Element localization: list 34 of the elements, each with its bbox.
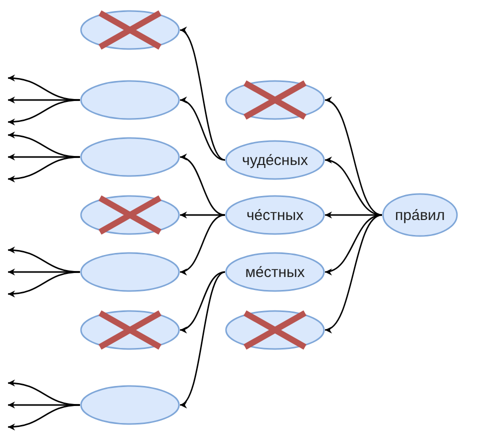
empty-oval-node [80, 385, 180, 425]
empty-oval-node [80, 10, 180, 50]
empty-oval-node [80, 80, 180, 120]
empty-oval-node [80, 310, 180, 350]
empty-oval-node [80, 195, 180, 235]
node-label: че́стных [246, 206, 304, 224]
arrow [8, 74, 80, 101]
arrow [8, 271, 80, 298]
arrow [8, 156, 80, 182]
word-oval-node [382, 193, 458, 237]
arrow [180, 271, 226, 406]
arrow [324, 98, 382, 216]
node-label: ме́стных [245, 264, 305, 280]
empty-oval-node [80, 137, 180, 177]
word-oval-node [225, 140, 325, 180]
arrow [180, 98, 226, 161]
arrow [180, 29, 226, 161]
empty-oval-node [80, 252, 180, 292]
node-label: пра́вил [395, 206, 445, 224]
arrow [8, 404, 80, 430]
arrow [180, 271, 226, 332]
arrow [8, 246, 80, 273]
arrow [324, 214, 382, 332]
word-oval-node [225, 252, 325, 292]
arrow [180, 214, 226, 274]
empty-oval-node [225, 310, 325, 350]
word-oval-node [225, 195, 325, 235]
arrow [8, 380, 80, 406]
node-label: чуде́сных [242, 152, 308, 168]
empty-oval-node [225, 80, 325, 120]
arrow [8, 99, 80, 126]
arrow [180, 155, 226, 216]
arrow [324, 158, 382, 216]
arrow [8, 132, 80, 158]
